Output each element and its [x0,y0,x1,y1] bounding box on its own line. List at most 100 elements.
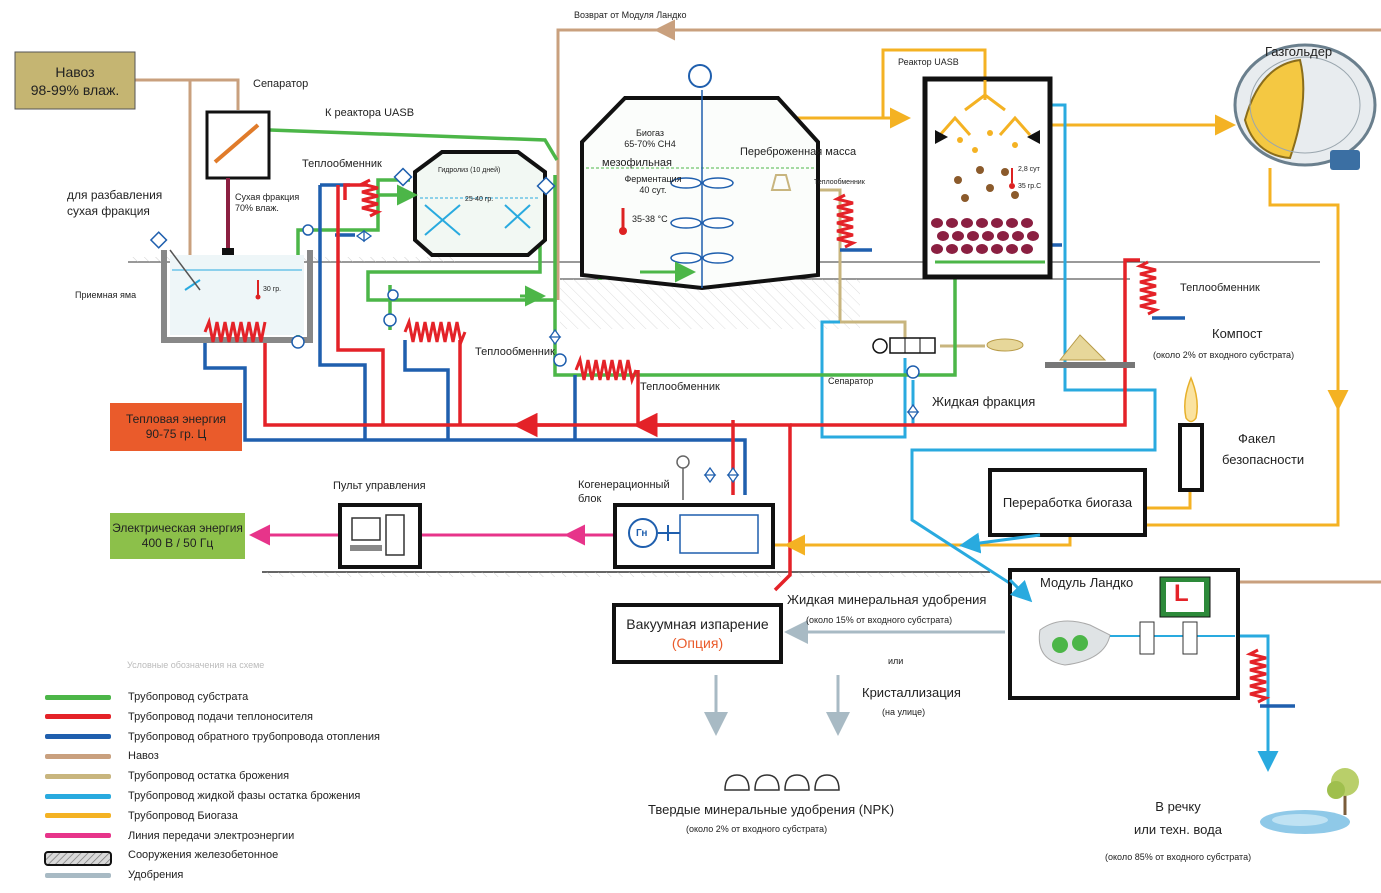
chp-unit [613,455,775,569]
liquid-mineral-label: Жидкая минеральная удобрения [787,592,987,607]
chp-l2: блок [578,493,602,505]
fermentation-label: Ферментация 40 сут. [598,174,708,196]
fermented-mass-label: Переброженная масса [740,146,857,158]
manure-pipes [135,28,1381,584]
liquid-fraction-label: Жидкая фракция [932,394,1036,409]
uasb-temp: 35 гр.C [1018,183,1042,190]
fertilizer-arrows [704,620,1005,736]
legend-title: Условные обозначения на схеме [127,660,265,670]
legend-swatch [45,793,111,799]
to-uasb-label: К реактора UASB [325,107,415,119]
valve-icon [149,231,168,249]
fermenter-labels: Биогаз 65-70% CH4 [600,128,700,150]
flare-l1: Факел [1238,431,1276,446]
solid-npk-label: Твердые минеральные удобрения (NPK) [648,802,895,817]
legend-item: Трубопровод Биогаза [45,808,238,824]
legend-swatch [45,734,111,740]
flame-icon [1178,376,1204,492]
biogas-processing-label: Переработка биогаза [990,470,1145,535]
river-l2: или техн. вода [1134,822,1222,837]
dilution-label: для разбавления сухая фракция [67,187,162,219]
electric-l2: 400 В / 50 Гц [141,536,214,550]
manure-label: Навоз 98-99% влаж. [15,52,135,109]
chp-label: Когенерационный блок [578,478,670,506]
valve-icon [355,229,920,484]
separator-top-label: Сепаратор [253,78,309,90]
manure-label-l1: Навоз [55,63,95,80]
heat-energy-label: Тепловая энергия 90-75 гр. Ц [110,403,242,451]
pit-temp: 30 гр. [263,286,282,293]
solid-npk-note: (около 2% от входного субстрата) [686,824,828,834]
legend-item: Трубопровод остатка брожения [45,768,289,784]
flare-l2: безопасности [1222,452,1305,467]
legend-item: Трубопровод субстрата [45,689,248,705]
gasholder-icon [1233,43,1377,170]
thermometer-icon [619,208,627,235]
vacuum-option: Опция [676,634,719,651]
heat-exchanger-label-4: Теплообменник [1180,282,1260,294]
river-note: (около 85% от входного субстрата) [1105,852,1252,862]
fermenter-temp: 35-38 °C [632,214,668,224]
separator-bottom [872,337,936,354]
legend-concrete-swatch [44,851,112,866]
heat-energy-box [110,403,242,451]
fertilizer-bag-icon [724,774,840,791]
electric-l1: Электрическая энергия [112,521,243,535]
vacuum-l2: (Опция) [671,634,724,651]
receiving-pit [161,249,313,343]
lando-logo: L [1174,580,1189,607]
legend-item: Трубопровод обратного трубопровода отопл… [45,729,380,745]
heat-exchanger-label-1: Теплообменник [302,158,382,170]
legend-swatch [45,833,111,839]
biogas-processing-text: Переработка биогаза [1002,495,1133,510]
or-label: или [888,656,904,666]
legend-label: Навоз [128,750,159,763]
vacuum-box [612,603,783,664]
legend-item: Линия передачи электроэнергии [45,828,294,844]
return-lando-label: Возврат от Модуля Ландко [574,10,687,20]
manure-box [14,51,136,110]
liquid-pipes [820,83,1270,765]
uasb-reactor [922,76,1053,280]
hydrolysis-label: Гидролиз (10 дней) [438,167,501,174]
receiving-pit-label: Приемная яма [75,290,137,300]
tree-icon [1327,768,1359,815]
compost-icon [986,334,1135,368]
dilution-label-l2: сухая фракция [67,204,150,218]
heat-energy-l2: 90-75 гр. Ц [145,427,207,441]
chp-l1: Когенерационный [578,479,670,491]
biogas-label-l1: Биогаз [635,128,665,138]
legend-item: Трубопровод жидкой фазы остатка брожения [45,788,360,804]
generator-icon [628,518,658,548]
river-l1: В речку [1155,799,1201,814]
legend-swatch [45,853,111,858]
vacuum-l1: Вакуумная изпарение [626,615,769,632]
heat-coil-icon [203,178,1271,704]
manure-label-l2: 98-99% влаж. [30,81,120,98]
uasb-days: 2,8 сут [1018,166,1040,173]
control-panel-label: Пульт управления [333,480,426,492]
dry-fraction-label: Сухая фракция 70% влаж. [235,192,299,214]
lando-module [1008,568,1240,700]
hydrolysis-tank [393,150,556,257]
pump-icon [291,224,920,379]
flow-arrows [395,107,1349,772]
legend-label: Линия передачи электроэнергии [128,829,295,842]
heat-energy-l1: Тепловая энергия [125,412,227,426]
vacuum-label: Вакуумная изпарение (Опция) [614,605,781,662]
legend-label: Трубопровод подачи теплоносителя [128,710,313,723]
hydrolysis-temp: 25-40 гр. [465,196,494,203]
heat-exchanger-label-3: Теплообменник [640,381,720,393]
legend-label: Трубопровод Биогаза [128,809,238,822]
mesophilic-label: мезофильная [602,157,672,169]
legend-label: Трубопровод субстрата [128,691,249,703]
heat-exchanger-label-fermenter: Теплообменник [814,179,865,186]
separator-top [205,110,271,258]
uasb-reactor-label: Реактор UASB [898,57,959,67]
compost-note: (около 2% от входного субстрата) [1153,350,1295,360]
fermenter-tank [580,64,820,291]
dilution-label-l1: для разбавления [67,188,163,202]
crystallization-note: (на улице) [882,707,926,717]
generator-label: Гн [636,528,648,539]
thermometer-icon [255,280,261,300]
